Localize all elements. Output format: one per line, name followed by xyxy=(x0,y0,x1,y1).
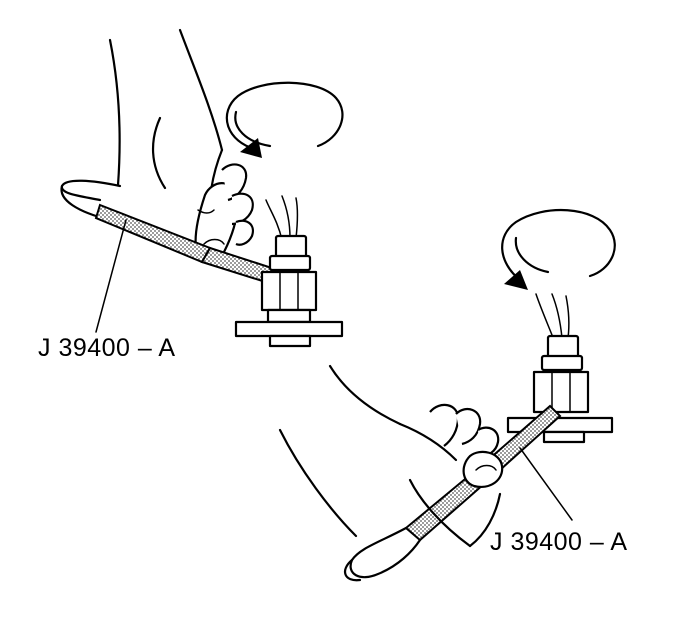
upper-leader-line xyxy=(95,219,127,333)
lower-hand xyxy=(278,364,504,548)
lower-rotation-arrow xyxy=(501,208,616,290)
callout-tool-lower: J 39400 – A xyxy=(490,528,628,556)
upper-rotation-arrow xyxy=(225,81,344,158)
callout-tool-upper: J 39400 – A xyxy=(38,334,176,362)
lower-sensor-fitting xyxy=(506,293,614,444)
upper-sensor-fitting xyxy=(234,195,344,348)
upper-hand xyxy=(108,28,254,262)
lower-leader-line xyxy=(519,447,573,521)
upper-tool-strap xyxy=(60,179,280,286)
